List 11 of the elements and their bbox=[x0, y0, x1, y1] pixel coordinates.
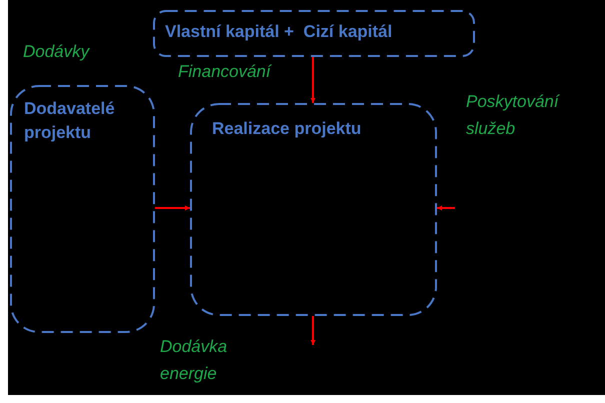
flow-label: Poskytování služeb bbox=[466, 91, 561, 140]
arrow bbox=[310, 57, 316, 103]
arrow bbox=[155, 206, 190, 210]
arrow bbox=[437, 206, 455, 210]
box-title: Dodavatelé projektu bbox=[24, 98, 116, 144]
arrow bbox=[310, 316, 316, 345]
box-title: Vlastní kapitál + Cizí kapitál bbox=[165, 21, 394, 43]
flow-label: Dodávka energie bbox=[160, 336, 228, 385]
box-title: Realizace projektu bbox=[212, 118, 362, 140]
flow-label: Dodávky bbox=[23, 41, 91, 63]
flow-label: Financování bbox=[178, 61, 273, 83]
